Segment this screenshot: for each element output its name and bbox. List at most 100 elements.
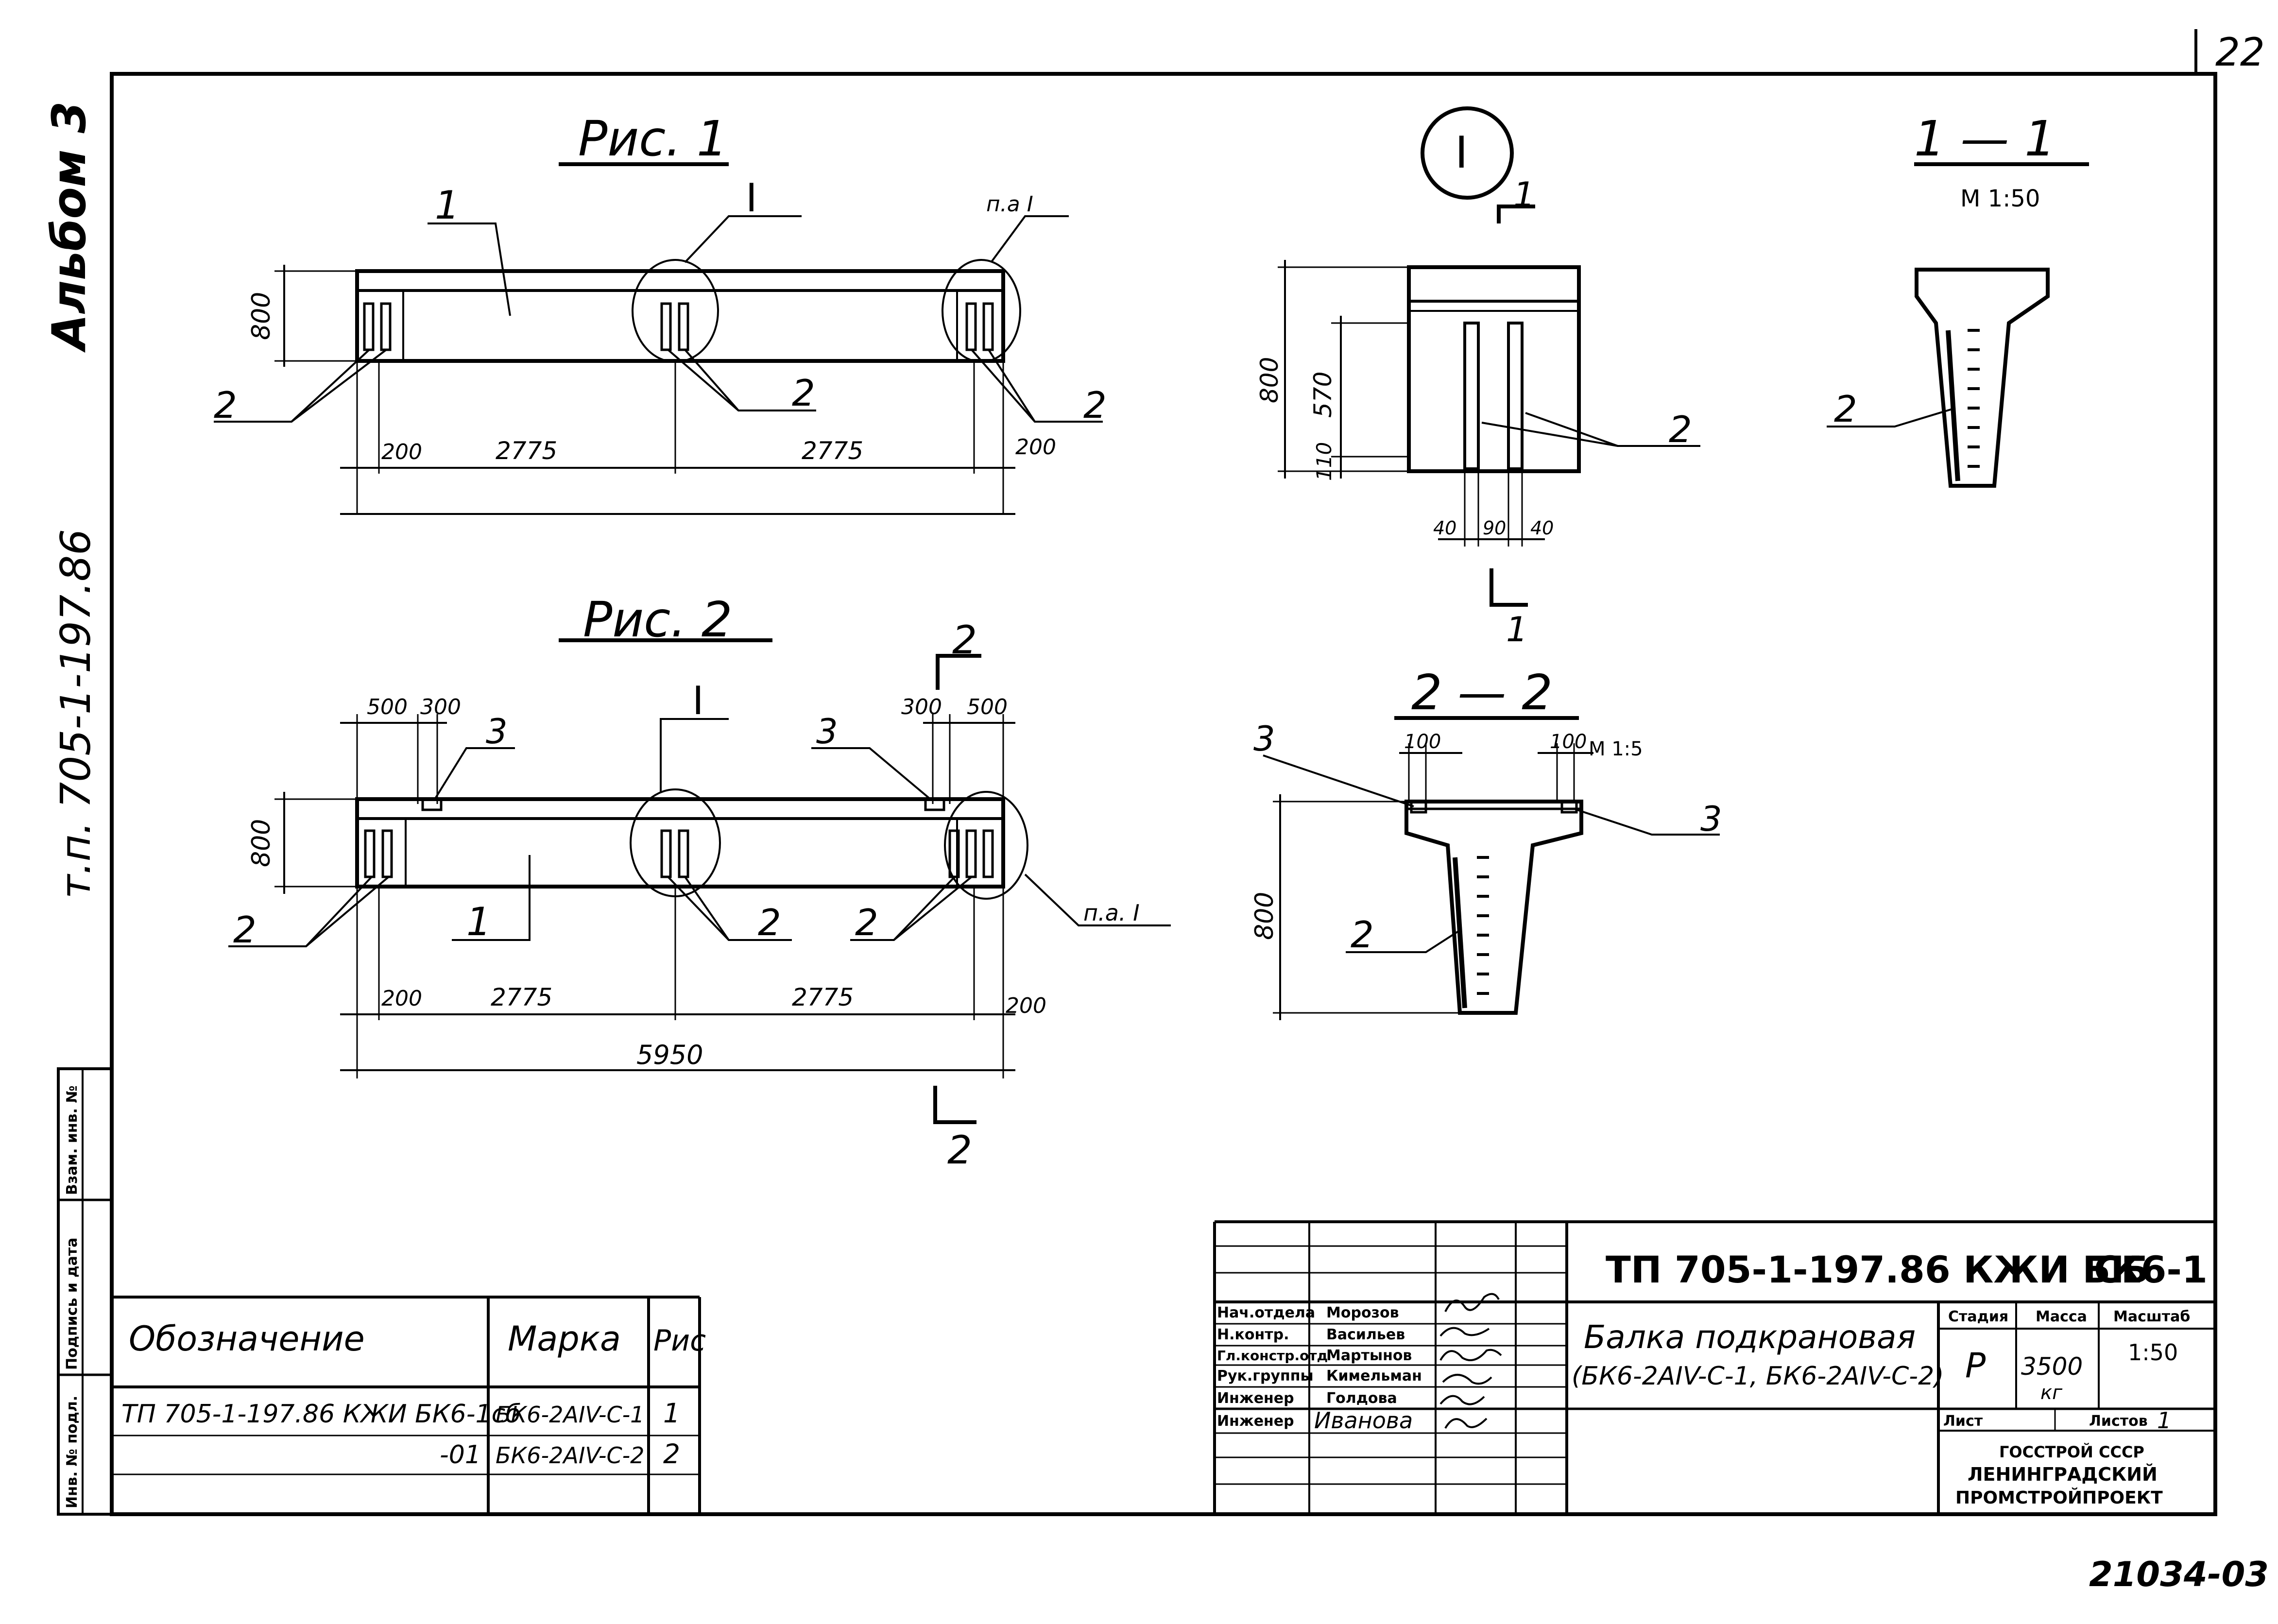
name-4: Кимельман xyxy=(1326,1368,1422,1385)
title-block-stage: Р xyxy=(1965,1346,1986,1385)
detail-I-dim-90: 90 xyxy=(1483,517,1506,539)
detail-I-dim-110: 110 xyxy=(1312,442,1336,481)
stamp-label-signature: Подпись и дата xyxy=(64,1238,81,1370)
signatures xyxy=(1439,1293,1502,1429)
title-block-scale: 1:50 xyxy=(2128,1339,2178,1366)
section-2-2-label-2: 2 xyxy=(1351,913,1374,956)
name-2: Васильев xyxy=(1326,1326,1405,1343)
spec-header-mark: Марка xyxy=(508,1319,621,1359)
section-1-1-title: 1 — 1 xyxy=(1914,110,2055,167)
role-1: Нач.отдела xyxy=(1217,1304,1315,1321)
title-block-sheets-label: Листов xyxy=(2089,1413,2148,1430)
name-6: Иванова xyxy=(1314,1407,1413,1434)
fig2-dim-total: 5950 xyxy=(636,1040,703,1070)
sheet-frame xyxy=(110,29,2217,1516)
detail-I-block xyxy=(1407,265,1581,473)
title-block-mass: 3500 xyxy=(2021,1352,2083,1381)
section-1-1-scale: М 1:50 xyxy=(1960,185,2040,212)
fig2-label-2-right: 2 xyxy=(855,901,878,944)
role-2: Н.контр. xyxy=(1217,1326,1289,1343)
section-2-2-dim-100-left: 100 xyxy=(1404,731,1441,753)
spec-header-fig: Рис xyxy=(653,1324,706,1358)
fig1-label-2-left: 2 xyxy=(214,384,237,427)
spec-table xyxy=(112,1296,701,1514)
section-2-2-label-3-right: 3 xyxy=(1700,799,1722,839)
fig2-callout-pa-I: п.а. I xyxy=(1083,900,1140,926)
fig2-callout-I: I xyxy=(692,678,704,723)
sheet-number: 22 xyxy=(2215,30,2265,75)
spec-row2-mark: БК6-2АIV-С-2 xyxy=(496,1442,644,1469)
spec-row1-fig: 1 xyxy=(663,1398,680,1429)
fig2-label-1: 1 xyxy=(466,899,491,944)
section-1-1-label-2: 2 xyxy=(1834,388,1857,430)
spec-row2-fig: 2 xyxy=(663,1438,680,1470)
fig1-label-1: 1 xyxy=(435,183,460,228)
fig2-label-3-right: 3 xyxy=(816,712,838,752)
fig2-dim-2775-right: 2775 xyxy=(792,983,854,1011)
title-block-doc-type: СБ xyxy=(2094,1248,2149,1291)
spec-row1-designation: ТП 705-1-197.86 КЖИ БК6-1сб xyxy=(121,1400,521,1429)
detail-I-dim-40-left: 40 xyxy=(1433,517,1456,539)
detail-I-title: I xyxy=(1455,127,1468,178)
spec-header-designation: Обозначение xyxy=(129,1319,365,1359)
title-block-roles: Нач.отдела Морозов Н.контр. Васильев Гл.… xyxy=(1217,1304,1422,1434)
section-1-1: 1 — 1 М 1:50 2 xyxy=(1827,110,2089,488)
name-3: Мартынов xyxy=(1326,1347,1412,1364)
stamp-label-inventory: Инв. № подл. xyxy=(64,1396,81,1508)
title-block-frame xyxy=(1213,1220,2215,1514)
project-label: т.п. 705-1-197.86 xyxy=(52,529,100,899)
fig2-dim-2775-left: 2775 xyxy=(491,983,552,1011)
fig2-height: 800 xyxy=(247,819,276,867)
fig2-dim-top-500-left: 500 xyxy=(367,695,408,719)
fig1-callout-pa-I: п.а I xyxy=(986,192,1033,217)
name-1: Морозов xyxy=(1326,1304,1399,1321)
title-block-sheets: 1 xyxy=(2157,1407,2171,1434)
fig2-dim-top-300-left: 300 xyxy=(420,695,461,719)
fig2-label-3-left: 3 xyxy=(486,712,508,752)
fig1-label-2-right: 2 xyxy=(1083,384,1107,427)
fig1-dim-200-right: 200 xyxy=(1015,435,1056,460)
detail-I-dim-800: 800 xyxy=(1255,357,1284,403)
figure-2: Рис. 2 2 500 300 300 500 xyxy=(228,591,1171,1173)
fig2-dim-top-300-right: 300 xyxy=(901,695,942,719)
role-3: Гл.констр.отд xyxy=(1217,1348,1328,1364)
side-stamps: Альбом 3 т.п. 705-1-197.86 Взам. инв. № … xyxy=(43,101,113,1516)
fig2-beam xyxy=(355,797,1005,889)
bottom-code: 21034-03 xyxy=(2089,1555,2269,1594)
section-2-2: 2 — 2 100 100 М 1:5 800 3 xyxy=(1250,664,1722,1020)
detail-I-label-2: 2 xyxy=(1669,408,1692,451)
fig2-label-2-center: 2 xyxy=(758,901,781,944)
album-label: Альбом 3 xyxy=(43,101,96,353)
stamp-label-replacement: Взам. инв. № xyxy=(64,1085,81,1195)
detail-I-dim-570: 570 xyxy=(1309,372,1337,418)
role-5: Инженер xyxy=(1217,1390,1294,1407)
detail-I: I 1 800 570 110 40 90 40 2 1 xyxy=(1255,106,1700,650)
fig1-dim-200-left: 200 xyxy=(381,440,422,464)
section-2-2-scale: М 1:5 xyxy=(1589,738,1643,760)
section-2-2-label-3-left: 3 xyxy=(1253,719,1275,759)
fig2-dim-200-left: 200 xyxy=(381,986,422,1011)
fig2-label-2-left: 2 xyxy=(233,908,257,951)
spec-row1-mark: БК6-2АIV-С-1 xyxy=(496,1402,644,1428)
role-4: Рук.группы xyxy=(1217,1368,1314,1385)
fig2-section-mark-bottom: 2 xyxy=(947,1128,972,1173)
fig2-dim-top-500-right: 500 xyxy=(967,695,1008,719)
section-2-2-height: 800 xyxy=(1250,892,1279,940)
title-block-org3: ПРОМСТРОЙПРОЕКТ xyxy=(1955,1487,2163,1508)
fig2-dim-200-right: 200 xyxy=(1006,993,1046,1018)
title-block-sheet-label: Лист xyxy=(1943,1413,1983,1430)
fig1-dim-2775-left: 2775 xyxy=(496,437,557,465)
detail-I-dim-40-right: 40 xyxy=(1530,517,1554,539)
section-2-2-profile xyxy=(1404,800,1583,1015)
title-block-name-line1: Балка подкрановая xyxy=(1584,1318,1916,1356)
title-block-scale-label: Масштаб xyxy=(2113,1308,2190,1325)
name-5: Голдова xyxy=(1326,1390,1397,1407)
fig1-dim-2775-right: 2775 xyxy=(802,437,863,465)
title-block-org1: ГОССТРОЙ СССР xyxy=(1999,1443,2144,1461)
detail-I-section-mark-bottom: 1 xyxy=(1506,610,1528,650)
title-block-code: ТП 705-1-197.86 КЖИ БК6-1 xyxy=(1606,1248,2208,1291)
section-2-2-dim-100-right: 100 xyxy=(1550,731,1587,753)
title-block-org2: ЛЕНИНГРАДСКИЙ xyxy=(1968,1464,2158,1485)
role-6: Инженер xyxy=(1217,1413,1294,1430)
